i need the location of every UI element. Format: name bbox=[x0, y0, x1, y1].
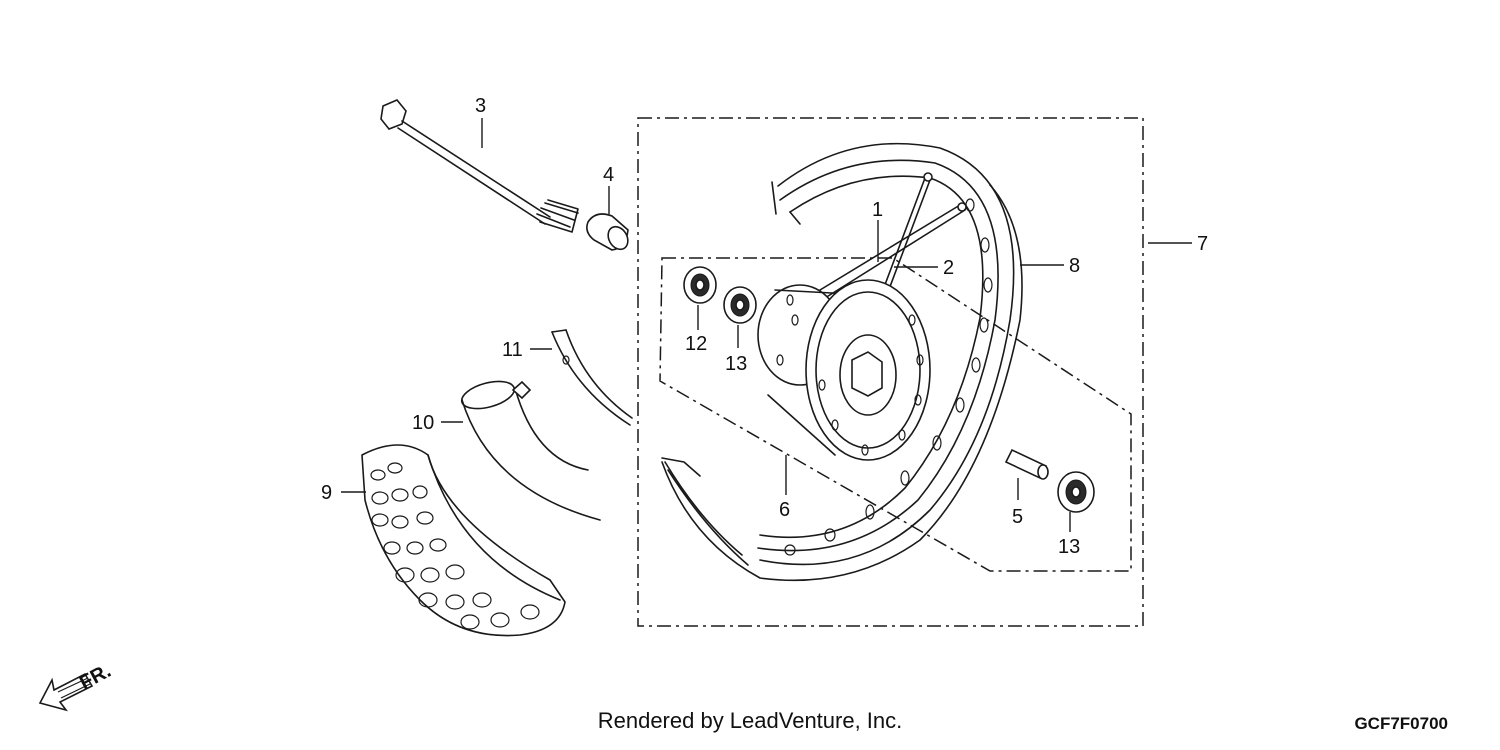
diagram-code: GCF7F0700 bbox=[1354, 714, 1448, 733]
bearing-right bbox=[1057, 471, 1095, 513]
callout-10: 10 bbox=[412, 412, 434, 434]
callout-13-left: 13 bbox=[725, 353, 747, 375]
axle-bolt bbox=[380, 99, 579, 233]
distance-collar bbox=[1004, 448, 1049, 480]
axle-collar bbox=[586, 213, 629, 251]
render-credit: Rendered by LeadVenture, Inc. bbox=[597, 708, 903, 733]
callout-12: 12 bbox=[685, 333, 707, 355]
wheel-hub bbox=[757, 279, 931, 461]
front-direction-indicator: FR. bbox=[38, 660, 115, 712]
tire bbox=[361, 444, 566, 637]
callout-1: 1 bbox=[872, 199, 883, 221]
leader-lines bbox=[341, 118, 1192, 532]
callout-6: 6 bbox=[779, 499, 790, 521]
callout-13-right: 13 bbox=[1058, 536, 1080, 558]
callout-9: 9 bbox=[321, 482, 332, 504]
inner-tube bbox=[460, 380, 601, 521]
spokes bbox=[819, 172, 967, 301]
bearing-left bbox=[723, 286, 757, 324]
callout-3: 3 bbox=[475, 95, 486, 117]
callout-2: 2 bbox=[943, 257, 954, 279]
callout-5: 5 bbox=[1012, 506, 1023, 528]
rim-band bbox=[551, 329, 633, 426]
wheel-rim bbox=[661, 142, 1023, 582]
callout-7: 7 bbox=[1197, 233, 1208, 255]
dust-seal bbox=[683, 266, 717, 304]
callout-8: 8 bbox=[1069, 255, 1080, 277]
callout-4: 4 bbox=[603, 164, 614, 186]
arrow-icon bbox=[38, 672, 94, 712]
callout-11: 11 bbox=[502, 339, 523, 361]
hub-subassembly-box bbox=[659, 257, 1132, 572]
wheel-assembly-box bbox=[637, 117, 1144, 627]
